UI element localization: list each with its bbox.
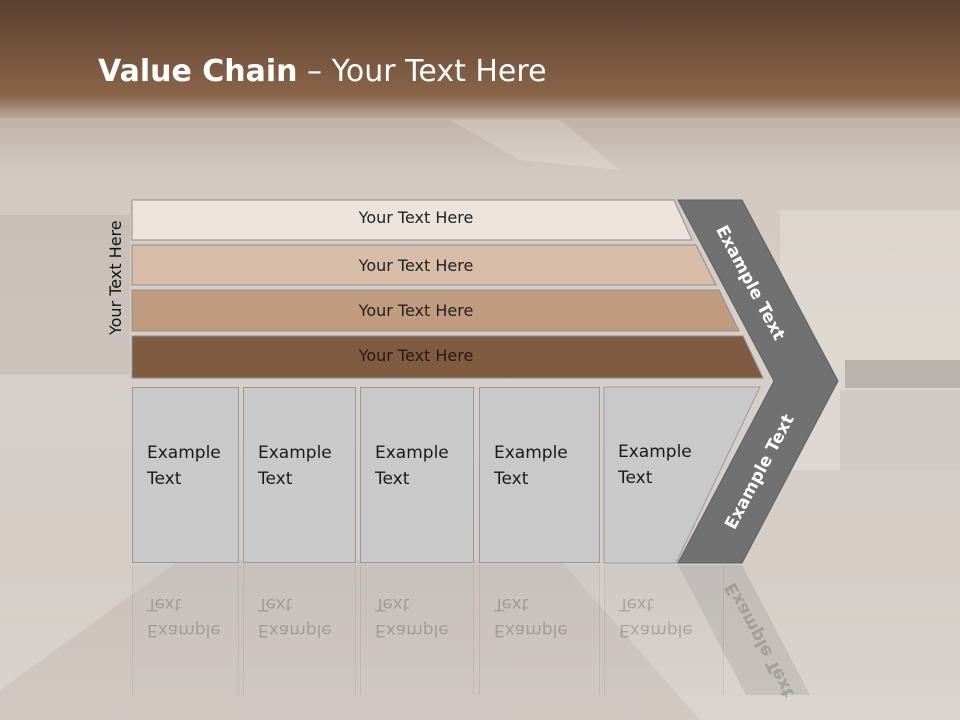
support-bar-label: Your Text Here <box>358 301 474 320</box>
chevron-reflection <box>678 565 810 695</box>
support-bar-1 <box>131 199 693 241</box>
support-bar-label: Your Text Here <box>358 256 474 275</box>
margin-chevron <box>677 199 839 564</box>
support-bar-2 <box>131 244 717 286</box>
title-rest: – Your Text Here <box>297 54 547 89</box>
title-bold: Value Chain <box>98 54 298 89</box>
support-bar-label: Your Text Here <box>358 208 474 227</box>
support-bar-label: Your Text Here <box>358 346 474 365</box>
support-bar-4 <box>131 335 764 379</box>
support-bar-3 <box>131 289 740 332</box>
page-title: Value Chain – Your Text Here <box>98 54 547 89</box>
primary-arrow-tip <box>603 386 761 564</box>
